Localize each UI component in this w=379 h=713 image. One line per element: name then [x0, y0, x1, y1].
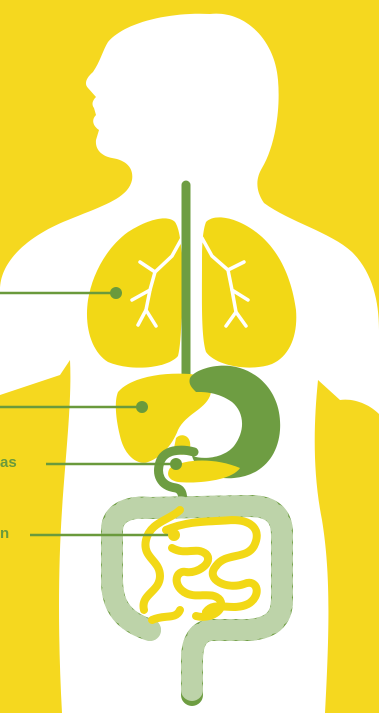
dot-marker — [168, 529, 180, 541]
label-pancreas-fragment: as — [0, 454, 17, 471]
label-colon-fragment: n — [0, 525, 9, 542]
dot-marker — [110, 287, 122, 299]
dot-marker — [170, 458, 182, 470]
dot-marker — [136, 401, 148, 413]
